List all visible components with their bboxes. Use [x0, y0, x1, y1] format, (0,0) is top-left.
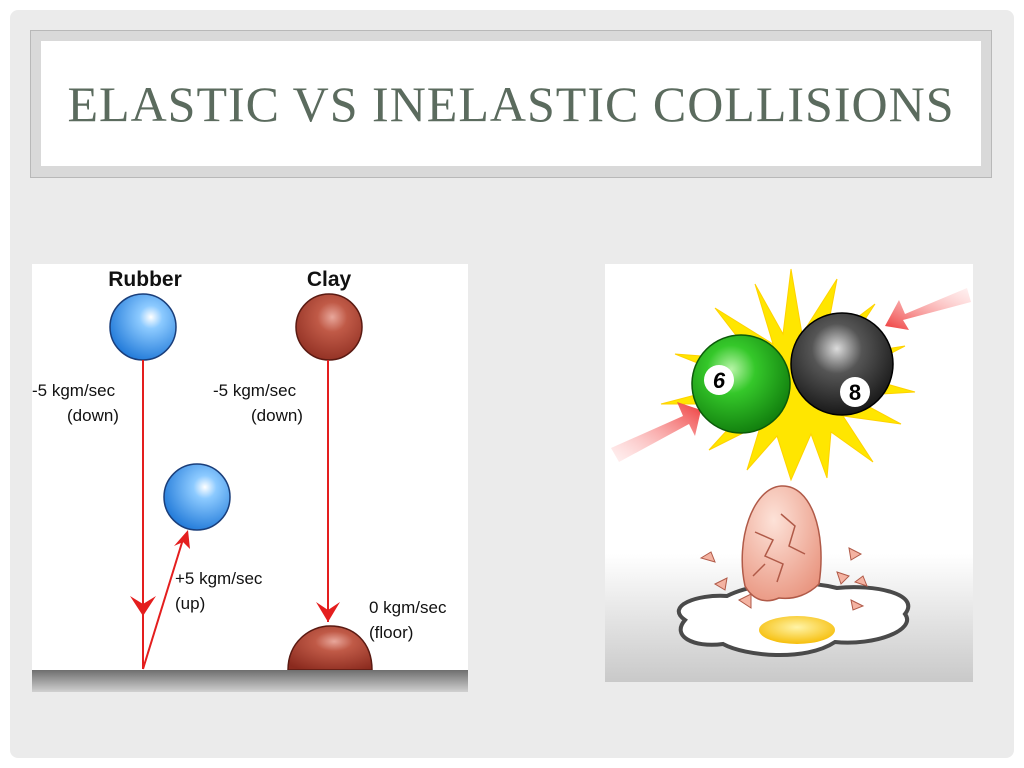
egg-shell [741, 485, 822, 602]
clay-down-arrowhead [316, 602, 340, 622]
rubber-up-momentum: +5 kgm/sec [175, 569, 263, 588]
collision-illustration: 6 8 [605, 264, 973, 682]
shell-fragment [713, 577, 728, 591]
shell-fragment [738, 593, 752, 609]
diagram-background [32, 264, 468, 692]
green-ball-number-disc [704, 365, 734, 395]
rubber-heading: Rubber [108, 268, 182, 291]
shell-fragment [699, 551, 716, 563]
rubber-down-direction: (down) [67, 406, 119, 425]
black-ball [790, 312, 894, 416]
shell-fragment [836, 571, 850, 585]
rubber-up-arrowhead [174, 530, 190, 549]
shell-fragment [848, 547, 863, 561]
rubber-up-arrow [142, 535, 185, 670]
rubber-down-arrowhead [130, 596, 156, 616]
green-ball-number: 6 [713, 368, 726, 393]
shell-fragment [850, 599, 865, 611]
rubber-ball-falling [109, 293, 177, 361]
clay-floor-momentum: 0 kgm/sec [369, 598, 447, 617]
rubber-up-direction: (up) [175, 594, 205, 613]
green-ball [691, 334, 791, 434]
egg-shell-cracks [752, 513, 806, 583]
clay-heading: Clay [307, 268, 352, 291]
black-ball-number: 8 [849, 380, 861, 405]
rubber-clay-diagram: Rubber Clay -5 kgm/sec (down) -5 kgm/sec… [32, 264, 468, 692]
floor [32, 670, 468, 692]
egg-yolk [759, 616, 835, 644]
rubber-ball-bouncing [163, 463, 231, 531]
clay-down-momentum: -5 kgm/sec [213, 381, 297, 400]
clay-floor-label: (floor) [369, 623, 413, 642]
slide-title: ELASTIC VS INELASTIC COLLISIONS [67, 75, 955, 132]
title-box: ELASTIC VS INELASTIC COLLISIONS [41, 41, 981, 166]
right-incoming-arrow [885, 288, 971, 330]
shell-fragment [853, 575, 868, 587]
clay-ball-falling [295, 293, 363, 361]
black-ball-number-disc [840, 377, 870, 407]
rubber-down-momentum: -5 kgm/sec [32, 381, 116, 400]
left-incoming-arrow [611, 402, 701, 462]
clay-ball-flattened [287, 625, 373, 671]
clay-down-direction: (down) [251, 406, 303, 425]
